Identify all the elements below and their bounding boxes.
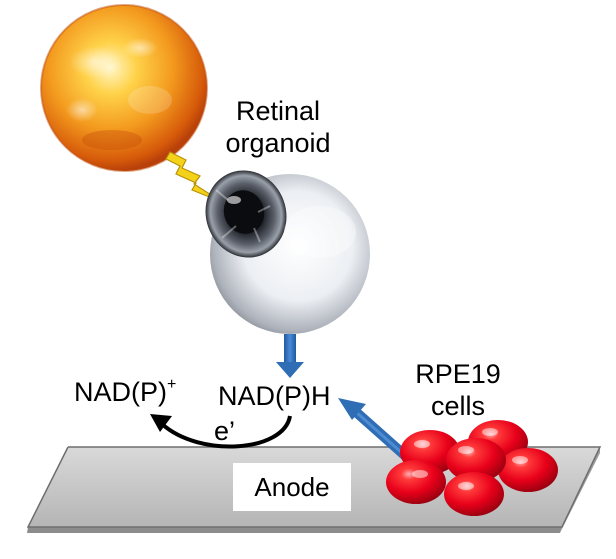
nadp-plus-label: NAD(P)+ (74, 377, 176, 406)
lightning-bolt-icon (165, 151, 223, 203)
electron-label: e’ (214, 416, 236, 446)
nadp-plus-superscript: + (167, 376, 177, 393)
nadph-label: NAD(P)H (218, 381, 331, 411)
retinal-organoid-label-line1: Retinal (235, 96, 321, 126)
retinal-organoid-label-line2: organoid (225, 127, 331, 158)
retinal-organoid-label: Retinal organoid (208, 96, 348, 160)
anode-label: Anode (233, 463, 351, 511)
rpe19-cells-label-line2: cells (430, 391, 485, 422)
nadp-plus-main: NAD(P) (74, 377, 167, 407)
curved-arrow-oxidation (150, 414, 292, 449)
anode-label-text: Anode (254, 471, 330, 502)
arrow-eye-to-nadph (276, 334, 304, 378)
cell-cluster-icon (386, 420, 558, 516)
rpe19-cells-label-line1: RPE19 (415, 359, 501, 389)
sun-icon (40, 4, 208, 172)
rpe19-cells-label: RPE19 cells (388, 358, 528, 423)
eyeball-icon (205, 170, 370, 334)
